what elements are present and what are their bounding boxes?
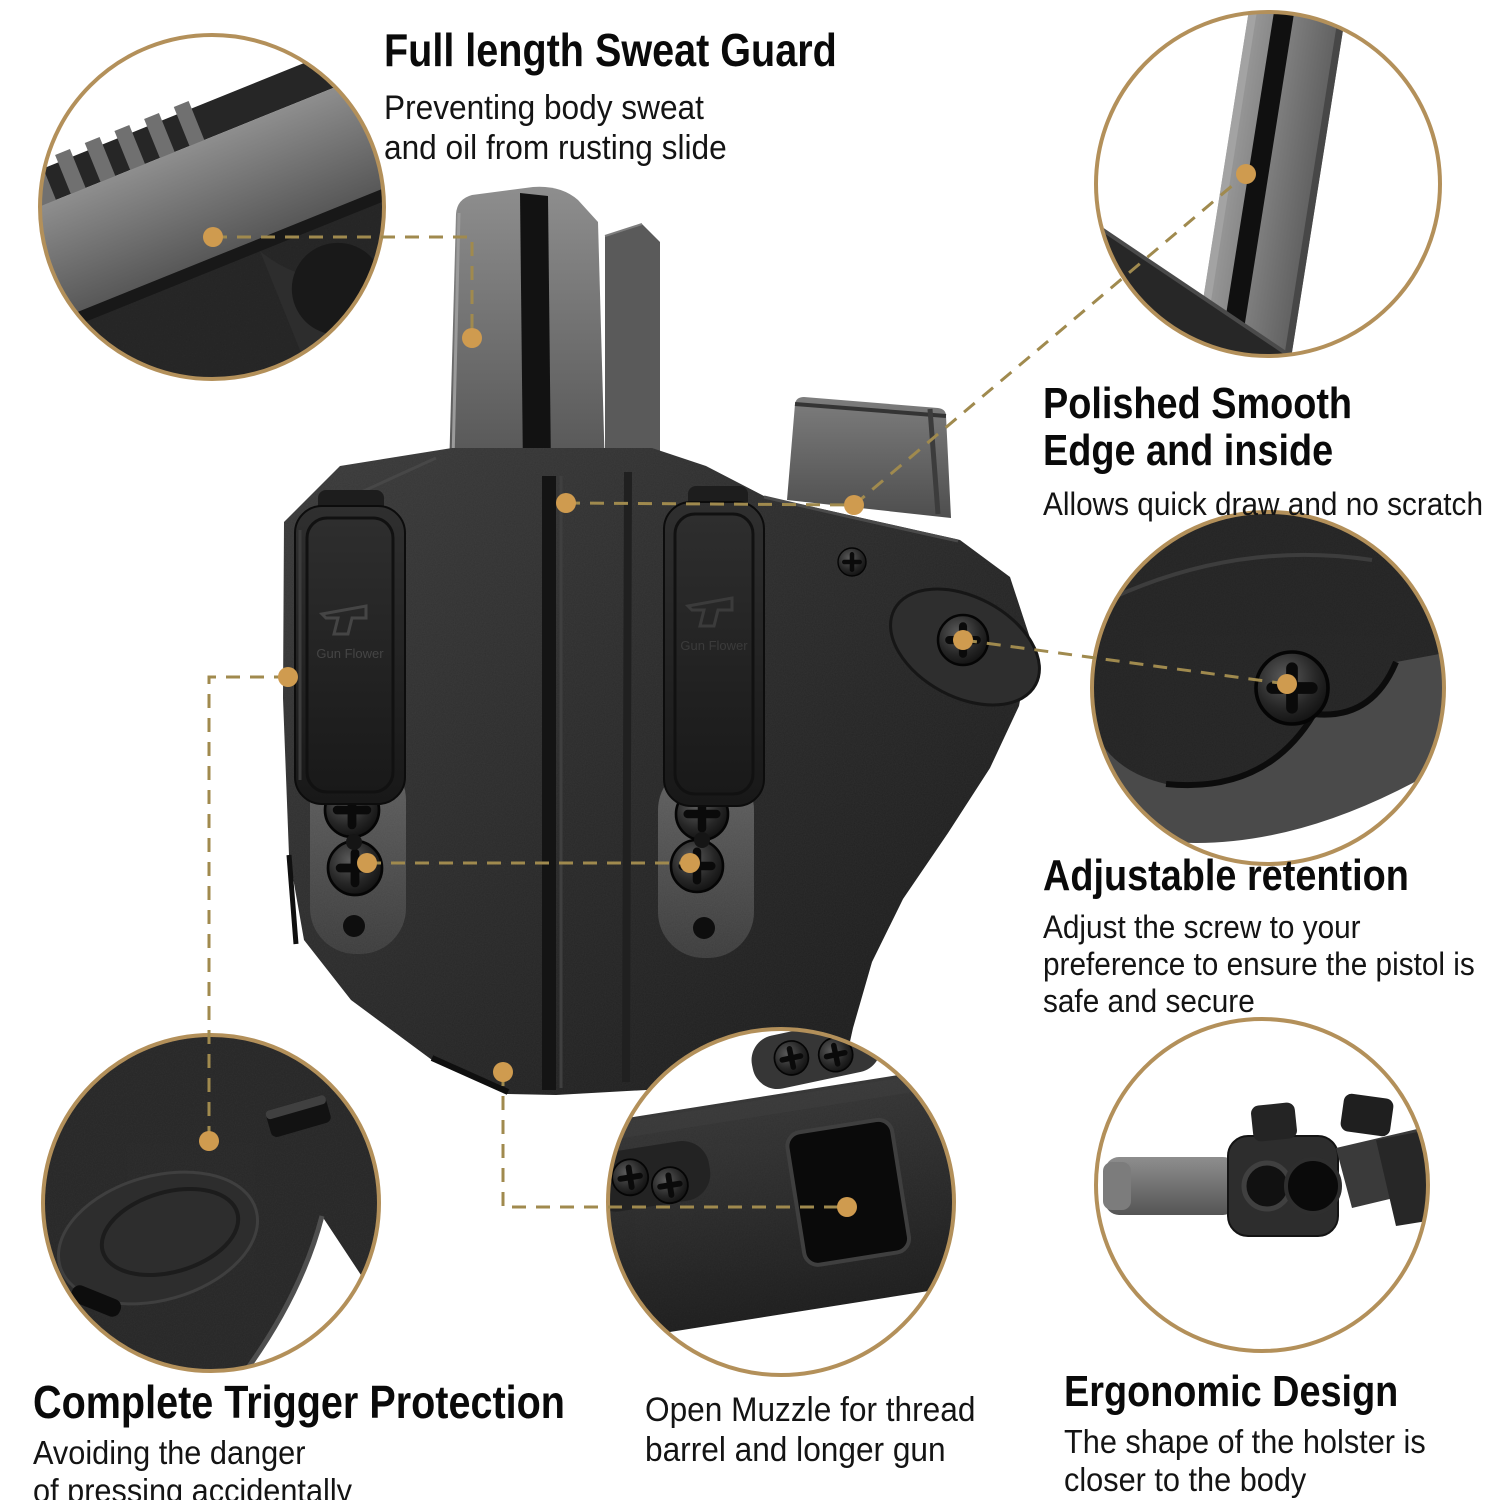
holster-product: Gun Flower Gun Flower <box>283 186 1041 1095</box>
callout-desc-line: closer to the body <box>1064 1461 1307 1498</box>
callout-circle-adjustable-retention <box>1090 510 1446 866</box>
sweat-guard-panel <box>449 186 660 472</box>
callout-circle-trigger-protection <box>41 1033 381 1373</box>
left-belt-clip: Gun Flower <box>294 490 406 805</box>
gunflower-logo-icon <box>318 604 368 636</box>
callout-desc-line: of pressing accidentally <box>33 1472 353 1500</box>
callout-title: Complete Trigger Protection <box>33 1376 565 1428</box>
callout-circle-ergonomic <box>1094 1017 1430 1353</box>
pouch-screw-icon <box>838 548 866 576</box>
callout-desc-line: safe and secure <box>1043 983 1255 1019</box>
callout-text-adjustable-retention: Adjustable retention Adjust the screw to… <box>1043 852 1500 1020</box>
callout-desc-line: Open Muzzle for thread <box>645 1391 976 1429</box>
callout-title: Ergonomic Design <box>1064 1367 1399 1416</box>
center-belt-clip: Gun Flower <box>663 486 765 807</box>
callout-marker-dots <box>199 164 1297 1217</box>
callout-desc-line: and oil from rusting slide <box>384 129 727 167</box>
center-clip-plate <box>658 764 754 958</box>
clip-brand-text: Gun Flower <box>316 646 384 661</box>
callout-desc-line: Avoiding the danger <box>33 1434 306 1471</box>
callout-text-ergonomic: Ergonomic Design The shape of the holste… <box>1064 1368 1453 1499</box>
callout-circle-sweat-guard <box>38 33 386 381</box>
callout-circle-polished-edge <box>1094 10 1442 358</box>
gunflower-logo-icon <box>684 596 734 628</box>
callout-text-trigger-protection: Complete Trigger Protection Avoiding the… <box>33 1378 652 1500</box>
callout-title: Full length Sweat Guard <box>384 24 837 76</box>
callout-title: Edge and inside <box>1043 426 1334 475</box>
callout-desc-line: preference to ensure the pistol is <box>1043 946 1475 982</box>
callout-title: Adjustable retention <box>1043 851 1409 900</box>
body-ridges <box>286 456 959 1095</box>
callout-desc-line: barrel and longer gun <box>645 1431 946 1469</box>
callout-desc-line: Adjust the screw to your <box>1043 909 1361 945</box>
callout-text-polished-edge: Polished Smooth Edge and inside Allows q… <box>1043 380 1500 524</box>
callout-text-sweat-guard: Full length Sweat Guard Preventing body … <box>384 26 910 168</box>
callout-circle-open-muzzle <box>606 1027 956 1377</box>
callout-title: Polished Smooth <box>1043 379 1353 428</box>
connector-open-muzzle <box>501 1072 847 1209</box>
callout-desc-line: Preventing body sweat <box>384 89 704 127</box>
connector-trigger-protection <box>207 675 288 1141</box>
callout-text-open-muzzle: Open Muzzle for thread barrel and longer… <box>645 1390 1000 1470</box>
callout-desc-line: The shape of the holster is <box>1064 1423 1426 1460</box>
ergonomic-top-view <box>1103 1093 1428 1237</box>
connector-adjustable-retention <box>962 638 1288 686</box>
magazine <box>787 397 951 518</box>
clip-brand-text: Gun Flower <box>680 638 748 653</box>
callout-desc-line: Allows quick draw and no scratch <box>1043 486 1483 522</box>
